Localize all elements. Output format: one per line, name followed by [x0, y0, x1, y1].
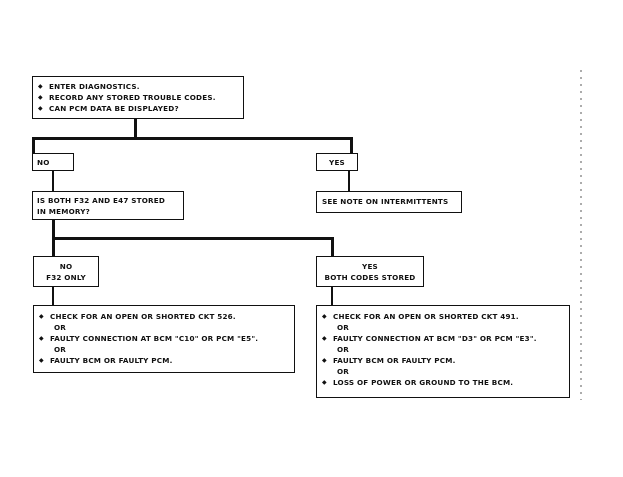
or-label: OR [54, 323, 67, 332]
connector-branch1-horizontal [32, 137, 352, 140]
or-label: OR [337, 323, 350, 332]
both-codes-box: YES BOTH CODES STORED [316, 256, 424, 287]
no-label: NO [37, 158, 50, 167]
connector-branch1-left-down [32, 137, 35, 153]
both-codes-label: BOTH CODES STORED [324, 273, 416, 282]
start-box: ENTER DIAGNOSTICS. RECORD ANY STORED TRO… [32, 76, 244, 119]
start-item: ENTER DIAGNOSTICS. [37, 81, 239, 92]
yes-box: YES [316, 153, 358, 171]
connector-no-to-question [52, 170, 54, 192]
connector-right-to-actions [331, 287, 333, 305]
connector-start-down [134, 118, 137, 139]
connector-left-to-actions [52, 287, 54, 305]
connector-branch2-horizontal [52, 237, 333, 240]
start-item: RECORD ANY STORED TROUBLE CODES. [37, 92, 239, 103]
f32-only-box: NO F32 ONLY [33, 256, 99, 287]
question-line: IN MEMORY? [37, 207, 91, 216]
or-label: OR [337, 345, 350, 354]
or-label: OR [337, 367, 350, 376]
left-action-item: FAULTY BCM OR FAULTY PCM. [38, 355, 290, 366]
left-action-item: CHECK FOR AN OPEN OR SHORTED CKT 526. [38, 311, 290, 322]
connector-branch1-right-down [350, 137, 353, 153]
start-item: CAN PCM DATA BE DISPLAYED? [37, 103, 239, 114]
left-action-item: FAULTY CONNECTION AT BCM "C10" OR PCM "E… [38, 333, 290, 344]
connector-yes-to-note [348, 170, 350, 192]
f32-only-label: F32 ONLY [46, 273, 86, 282]
yes-label: YES [329, 158, 345, 167]
no-box: NO [32, 153, 74, 171]
note-box: SEE NOTE ON INTERMITTENTS [316, 191, 462, 213]
f32-no-label: NO [59, 262, 73, 271]
both-yes-label: YES [362, 262, 378, 271]
or-label: OR [54, 345, 67, 354]
connector-branch2-right-down [331, 237, 334, 257]
scan-margin-marks [580, 70, 582, 400]
right-actions-box: CHECK FOR AN OPEN OR SHORTED CKT 491. OR… [316, 305, 570, 398]
note-text: SEE NOTE ON INTERMITTENTS [322, 197, 449, 206]
right-action-item: FAULTY CONNECTION AT BCM "D3" OR PCM "E3… [321, 333, 565, 344]
connector-branch2-left-down [52, 237, 55, 257]
question-line: IS BOTH F32 AND E47 STORED [37, 196, 166, 205]
right-action-item: FAULTY BCM OR FAULTY PCM. [321, 355, 565, 366]
right-action-item: LOSS OF POWER OR GROUND TO THE BCM. [321, 377, 565, 388]
left-actions-box: CHECK FOR AN OPEN OR SHORTED CKT 526. OR… [33, 305, 295, 373]
connector-question-down [52, 219, 55, 239]
question-box: IS BOTH F32 AND E47 STORED IN MEMORY? [32, 191, 184, 220]
right-action-item: CHECK FOR AN OPEN OR SHORTED CKT 491. [321, 311, 565, 322]
